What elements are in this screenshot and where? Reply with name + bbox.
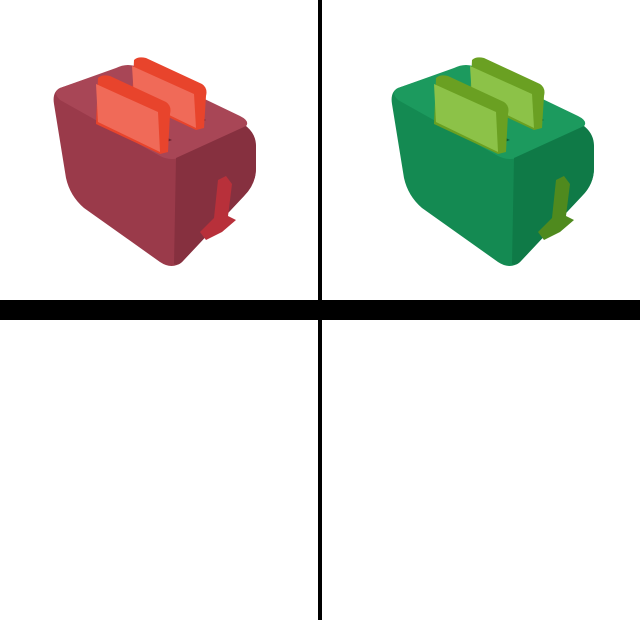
toast-front-face — [434, 84, 498, 152]
toast-back-face — [132, 66, 196, 128]
toaster-lever — [200, 176, 236, 240]
toaster-side — [512, 126, 594, 265]
panel-bottom-right — [322, 320, 640, 620]
toaster-icon — [391, 57, 594, 267]
panel-top-left — [0, 0, 318, 300]
toast-back-face — [470, 66, 534, 128]
toaster-red — [53, 57, 256, 267]
panel-bottom-left — [0, 320, 318, 620]
toast-front-face — [96, 84, 160, 152]
toaster-lever — [538, 176, 574, 240]
divider-horizontal — [0, 300, 640, 320]
panel-top-right — [322, 0, 640, 300]
toaster-side — [174, 126, 256, 265]
toaster-green — [391, 57, 594, 267]
toaster-icon — [53, 57, 256, 267]
